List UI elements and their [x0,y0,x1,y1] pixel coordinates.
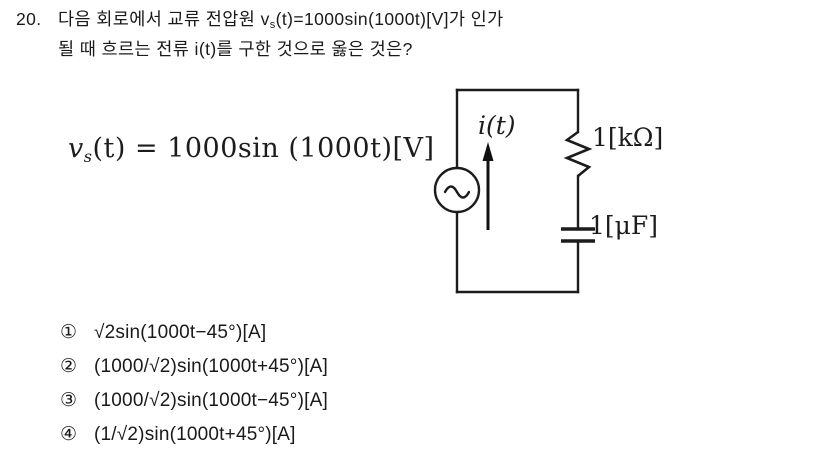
answer-choice-1-marker[interactable]: ① [60,322,78,343]
question-variable-v: v [260,9,270,29]
question-line-1-text: 다음 회로에서 교류 전압원 vs(t)=1000sin(1000t)[V]가 … [58,6,504,36]
answer-choice-2[interactable]: ② (1000/√2)sin(1000t+45°)[A] [60,356,760,390]
resistor-value-label: 1[kΩ] [592,123,664,152]
answer-choice-3-marker[interactable]: ③ [60,390,78,411]
ac-source-symbol [433,166,481,214]
question-line1-suffix: 가 인가 [448,9,504,29]
circuit-diagram: 1[kΩ] 1[μF] i(t) [425,80,725,305]
current-label: i(t) [478,111,516,140]
answer-choice-4-marker[interactable]: ④ [60,424,78,445]
question-line-1: 20. 다음 회로에서 교류 전압원 vs(t)=1000sin(1000t)[… [16,6,816,36]
answer-choice-2-text[interactable]: (1000/√2)sin(1000t+45°)[A] [94,356,328,377]
current-arrow [482,142,494,230]
answer-choice-3-text[interactable]: (1000/√2)sin(1000t−45°)[A] [94,390,328,411]
source-expression-subscript: s [83,147,93,166]
source-voltage-expression: vs(t) = 1000sin (1000t)[V] [68,133,435,166]
circuit-svg [433,88,595,294]
current-arrow-head-icon [482,142,494,161]
source-expression-body: (t) = 1000sin (1000t)[V] [92,133,435,164]
ac-source-sine-icon [443,185,471,199]
question-line1-prefix: 다음 회로에서 교류 전압원 [58,9,261,29]
question-line-2-text: 될 때 흐르는 전류 i(t)를 구한 것으로 옳은 것은? [58,39,413,59]
capacitor-value-label: 1[μF] [589,211,659,240]
answer-choice-1[interactable]: ① √2sin(1000t−45°)[A] [60,322,760,356]
answer-choice-1-text[interactable]: √2sin(1000t−45°)[A] [94,322,267,343]
answer-choice-4[interactable]: ④ (1/√2)sin(1000t+45°)[A] [60,424,760,458]
answer-choice-2-marker[interactable]: ② [60,356,78,377]
capacitor-symbol [561,227,595,243]
question-line-2: 될 때 흐르는 전류 i(t)를 구한 것으로 옳은 것은? [16,36,816,63]
resistor-symbol [563,130,593,178]
answer-choices: ① √2sin(1000t−45°)[A] ② (1000/√2)sin(100… [60,322,760,458]
question-number: 20. [16,9,42,29]
question-variable-subscript: s [269,19,276,31]
source-expression-v: v [68,133,84,164]
resistor-zigzag-icon [563,130,593,178]
question-line1-formula: (t)=1000sin(1000t)[V] [275,9,449,29]
answer-choice-4-text[interactable]: (1/√2)sin(1000t+45°)[A] [94,424,296,445]
question-block: 20. 다음 회로에서 교류 전압원 vs(t)=1000sin(1000t)[… [16,6,816,63]
answer-choice-3[interactable]: ③ (1000/√2)sin(1000t−45°)[A] [60,390,760,424]
